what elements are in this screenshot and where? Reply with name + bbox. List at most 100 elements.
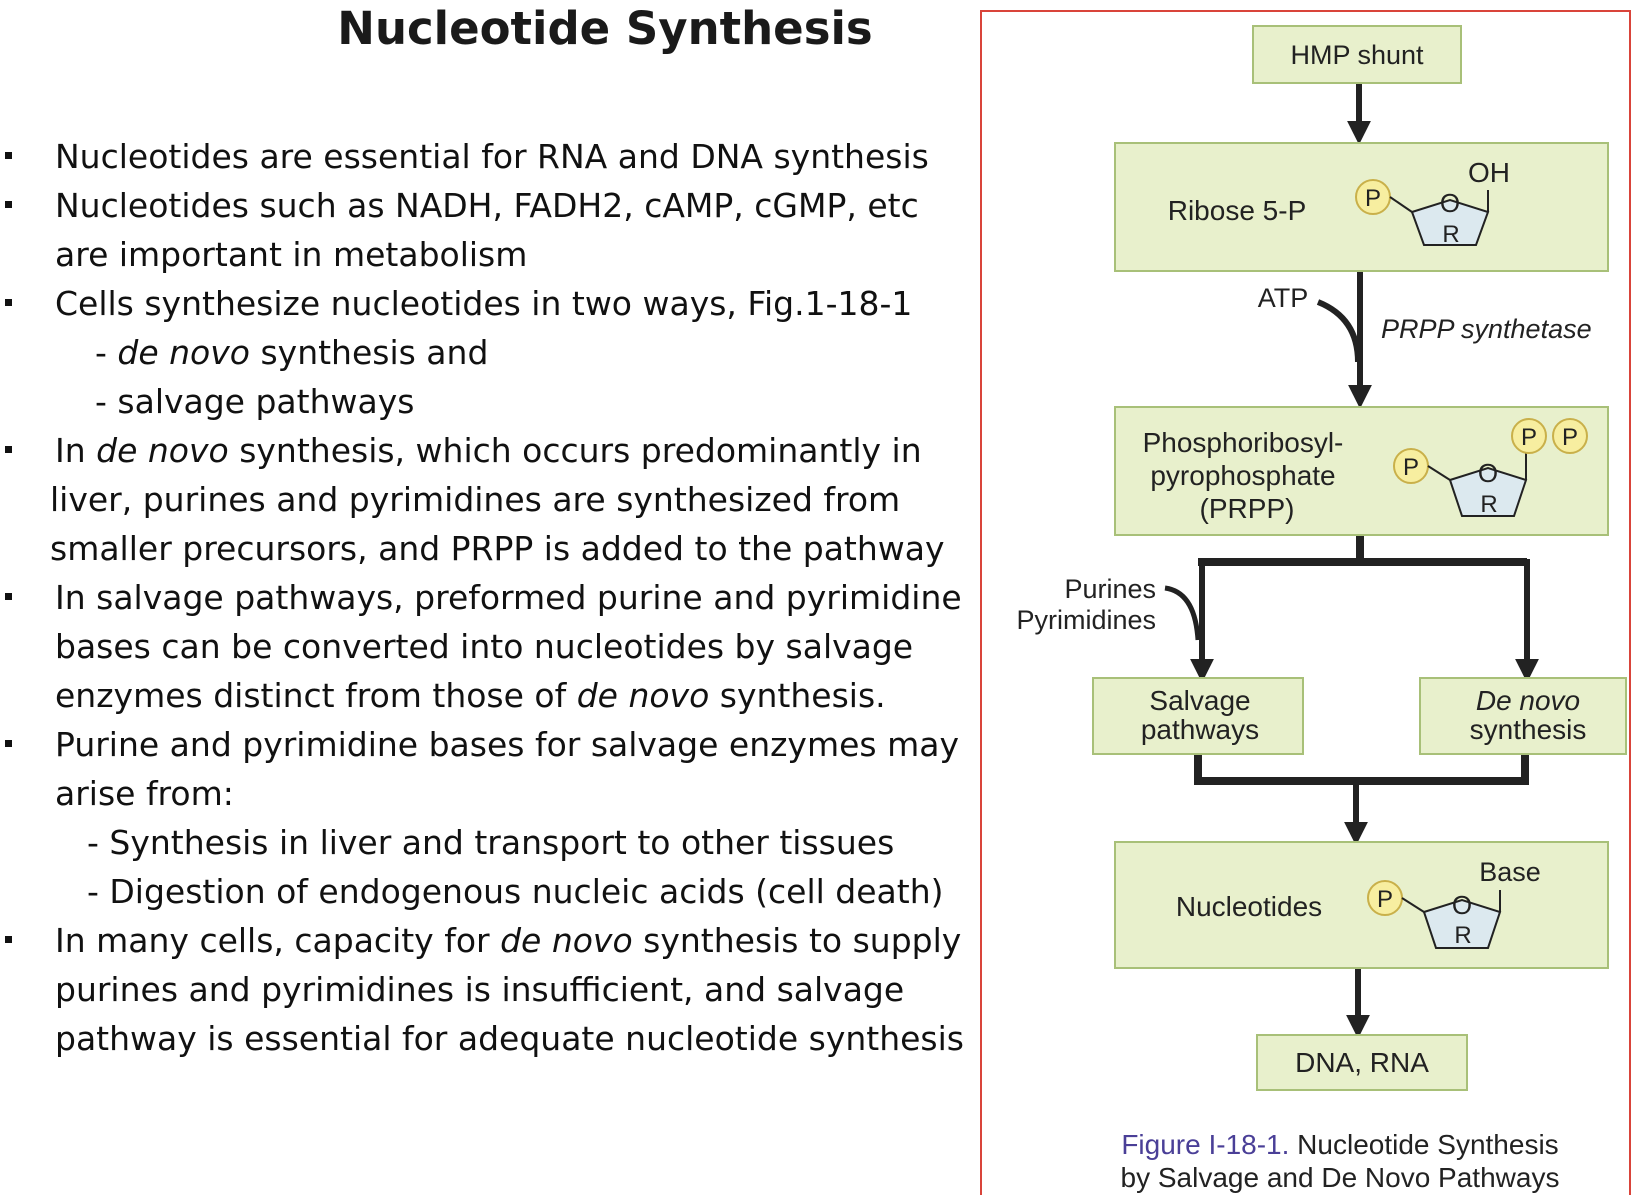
prpp-sugar-icon: P O R P P bbox=[1393, 418, 1588, 518]
dna-rna-box bbox=[1256, 1034, 1468, 1091]
bullet-line: - de novo synthesis and bbox=[95, 333, 488, 373]
bullet-line: Purine and pyrimidine bases for salvage … bbox=[55, 725, 959, 765]
bullet-text: purines and pyrimidines is insufficient,… bbox=[55, 970, 905, 1009]
purines-curve bbox=[1164, 585, 1201, 641]
merge-connector bbox=[1194, 755, 1529, 785]
bullet-line: bases can be converted into nucleotides … bbox=[55, 627, 913, 667]
bullet-line: - salvage pathways bbox=[95, 382, 414, 422]
ring-r-label: R bbox=[1442, 221, 1459, 248]
bullet-marker bbox=[5, 446, 12, 453]
bullet-text-italic: de novo bbox=[576, 676, 710, 715]
page-title: Nucleotide Synthesis bbox=[337, 2, 873, 55]
phosphate-label: P bbox=[1521, 424, 1537, 451]
bullet-text: smaller precursors, and PRPP is added to… bbox=[50, 529, 945, 568]
bullet-marker bbox=[5, 936, 12, 943]
bullet-line: smaller precursors, and PRPP is added to… bbox=[50, 529, 945, 569]
bullet-marker bbox=[5, 299, 12, 306]
salvage-line1: Salvage bbox=[1149, 685, 1250, 716]
bullet-text: Purine and pyrimidine bases for salvage … bbox=[55, 725, 959, 764]
bullet-text-italic: de novo bbox=[500, 921, 633, 960]
ring-o-label: O bbox=[1440, 188, 1460, 218]
bullet-text: In many cells, capacity for bbox=[55, 921, 501, 960]
bullet-text: bases can be converted into nucleotides … bbox=[55, 627, 914, 666]
bullet-text: synthesis and bbox=[249, 333, 489, 372]
purines-label: Purines bbox=[1064, 574, 1156, 604]
bullet-text: pathway is essential for adequate nucleo… bbox=[55, 1019, 964, 1058]
bullet-line: Cells synthesize nucleotides in two ways… bbox=[55, 284, 912, 324]
phosphate-icon bbox=[1552, 418, 1588, 454]
oh-label: OH bbox=[1468, 157, 1510, 188]
ribose-sugar-icon: P O R OH bbox=[1355, 157, 1510, 248]
bullet-marker bbox=[5, 201, 12, 208]
nucleotide-sugar-icon: P O R Base bbox=[1367, 857, 1541, 949]
ring-o-label: O bbox=[1452, 890, 1472, 920]
figure-caption: Figure I-18-1. Nucleotide Synthesis by S… bbox=[1060, 1128, 1620, 1194]
bullet-text: liver, purines and pyrimidines are synth… bbox=[50, 480, 901, 519]
bullet-marker bbox=[5, 593, 12, 600]
branch-connector bbox=[1198, 536, 1527, 566]
bullet-line: are important in metabolism bbox=[55, 235, 527, 275]
ring-r-label: R bbox=[1454, 922, 1471, 949]
prpp-line2: pyrophosphate bbox=[1150, 460, 1335, 491]
bullet-line: arise from: bbox=[55, 774, 234, 814]
enzyme-label: PRPP synthetase bbox=[1381, 314, 1592, 344]
bullet-text: enzymes distinct from those of bbox=[55, 676, 577, 715]
nucleotides-box bbox=[1114, 841, 1609, 969]
bullet-line: purines and pyrimidines is insufficient,… bbox=[55, 970, 904, 1010]
bullet-line: In de novo synthesis, which occurs predo… bbox=[55, 431, 922, 471]
denovo-line1: De novo bbox=[1476, 685, 1580, 716]
prpp-line3: (PRPP) bbox=[1200, 493, 1295, 524]
bullet-marker bbox=[5, 740, 12, 747]
bullet-line: Nucleotides such as NADH, FADH2, cAMP, c… bbox=[55, 186, 919, 226]
bullet-text: are important in metabolism bbox=[55, 235, 528, 274]
bullet-text: - Digestion of endogenous nucleic acids … bbox=[87, 872, 944, 911]
denovo-line2: synthesis bbox=[1470, 714, 1587, 745]
bullet-marker bbox=[5, 152, 12, 159]
hmp-shunt-label: HMP shunt bbox=[1290, 40, 1424, 70]
caption-text-1: Nucleotide Synthesis bbox=[1289, 1129, 1559, 1160]
bullet-text: In salvage pathways, preformed purine an… bbox=[55, 578, 962, 617]
bullet-line: - Digestion of endogenous nucleic acids … bbox=[87, 872, 944, 912]
ring-o-label: O bbox=[1478, 458, 1498, 488]
bullet-text: synthesis. bbox=[709, 676, 886, 715]
bullet-text: synthesis, which occurs predominantly in bbox=[228, 431, 922, 470]
bullet-text: - Synthesis in liver and transport to ot… bbox=[87, 823, 895, 862]
phosphate-label: P bbox=[1365, 185, 1381, 212]
bullet-line: enzymes distinct from those of de novo s… bbox=[55, 676, 886, 716]
bullet-line: - Synthesis in liver and transport to ot… bbox=[87, 823, 894, 863]
bullet-text: - salvage pathways bbox=[95, 382, 415, 421]
bullet-line: liver, purines and pyrimidines are synth… bbox=[50, 480, 900, 520]
bullet-text: Cells synthesize nucleotides in two ways… bbox=[55, 284, 913, 323]
prpp-line1: Phosphoribosyl- bbox=[1143, 427, 1344, 458]
bullet-line: In salvage pathways, preformed purine an… bbox=[55, 578, 962, 618]
salvage-line2: pathways bbox=[1141, 714, 1259, 745]
bullet-text: synthesis to supply bbox=[632, 921, 962, 960]
nucleotides-label: Nucleotides bbox=[1176, 891, 1322, 922]
bullet-text: In bbox=[55, 431, 97, 470]
phosphate-label: P bbox=[1403, 454, 1419, 481]
bullet-text: arise from: bbox=[55, 774, 234, 813]
bullet-text-italic: de novo bbox=[96, 431, 229, 470]
pyrimidines-label: Pyrimidines bbox=[1016, 605, 1156, 635]
dna-rna-label: DNA, RNA bbox=[1295, 1047, 1429, 1078]
caption-label: Figure I-18-1. bbox=[1121, 1129, 1290, 1160]
base-label: Base bbox=[1479, 857, 1541, 887]
bullet-text: Nucleotides are essential for RNA and DN… bbox=[55, 137, 929, 176]
bullet-text: - bbox=[95, 333, 118, 372]
salvage-box bbox=[1092, 677, 1304, 755]
bullet-line: In many cells, capacity for de novo synt… bbox=[55, 921, 961, 961]
phosphate-icon bbox=[1511, 418, 1547, 454]
phosphate-label: P bbox=[1377, 886, 1393, 913]
atp-label: ATP bbox=[1258, 283, 1309, 313]
caption-text-2: by Salvage and De Novo Pathways bbox=[1120, 1162, 1560, 1193]
hmp-shunt-box bbox=[1252, 25, 1462, 84]
ring-r-label: R bbox=[1480, 491, 1497, 518]
bullet-text-italic: de novo bbox=[117, 333, 250, 372]
figure-frame bbox=[980, 10, 1631, 1195]
bullet-line: Nucleotides are essential for RNA and DN… bbox=[55, 137, 929, 177]
phosphate-label: P bbox=[1562, 424, 1578, 451]
ribose-label: Ribose 5-P bbox=[1168, 195, 1307, 226]
bullet-line: pathway is essential for adequate nucleo… bbox=[55, 1019, 964, 1059]
atp-curve bbox=[1316, 299, 1361, 363]
